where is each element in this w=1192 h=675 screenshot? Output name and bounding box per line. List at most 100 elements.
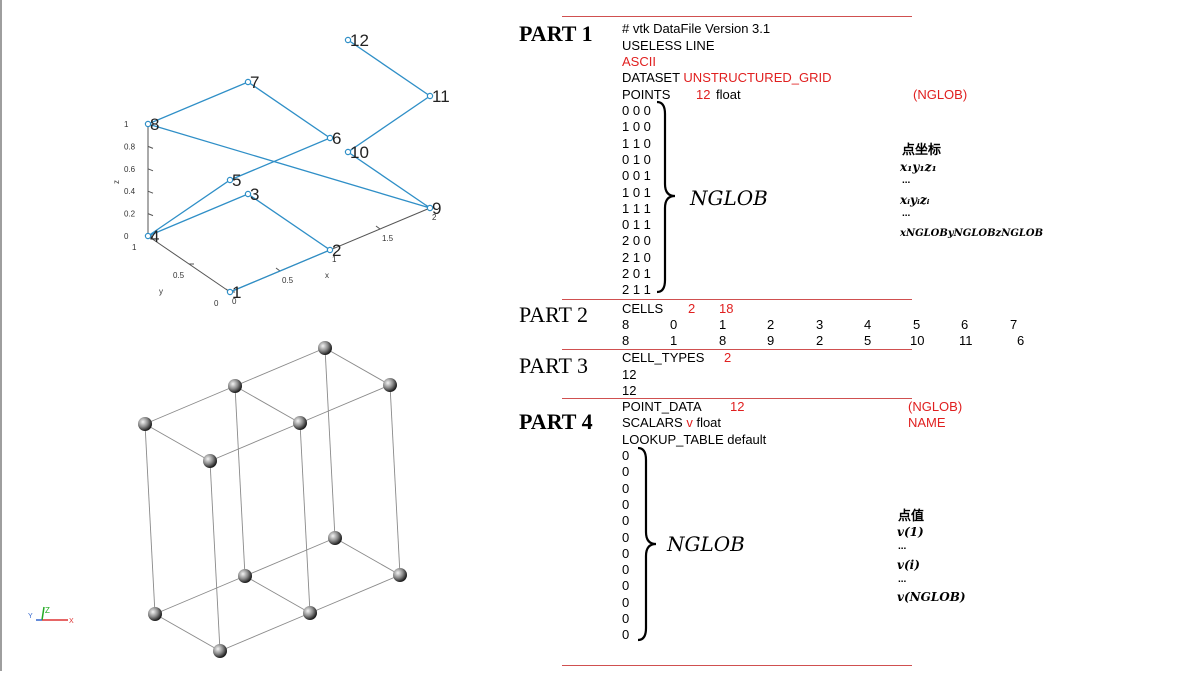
mesh-edge — [209, 422, 301, 462]
z-tick-label: 0.4 — [124, 187, 136, 196]
node-marker — [244, 78, 252, 86]
z-tick-label: 0.8 — [124, 142, 136, 151]
point-value-10: 0 — [622, 594, 630, 610]
triad-x-label: X — [69, 618, 74, 625]
cells-row1-value: 5 — [913, 317, 921, 332]
mesh-edge — [324, 347, 336, 539]
cells-row1-value: 6 — [961, 317, 969, 332]
mesh-edge — [144, 423, 156, 615]
rule-part3 — [562, 349, 912, 350]
mesh-edge — [244, 537, 336, 577]
triad-y-label: Y — [28, 613, 33, 620]
node-label: 5 — [232, 171, 241, 190]
cells-row2-value: 2 — [816, 333, 824, 348]
node-sphere — [138, 417, 152, 431]
point-data-count: 12 — [730, 399, 745, 414]
point-coord-7: 1 1 1 — [622, 200, 651, 216]
node-marker — [226, 176, 234, 184]
point-value-3: 0 — [622, 480, 630, 496]
cells-row1-value: 4 — [864, 317, 872, 332]
cells-row2-value: 10 — [910, 333, 925, 348]
node-label: 9 — [432, 199, 441, 218]
cells-row1-value: 8 — [622, 317, 630, 332]
y-axis-label: y — [159, 287, 163, 296]
y-tick-label: 0.5 — [173, 271, 185, 280]
point-value-4: 0 — [622, 496, 630, 512]
points-brace — [656, 100, 676, 294]
z-axis-label: z — [112, 180, 121, 184]
part3-title: PART 3 — [519, 353, 588, 378]
cells-row2-value: 6 — [1017, 333, 1025, 348]
node-sphere — [328, 531, 342, 545]
dataset-value: UNSTRUCTURED_GRID — [683, 70, 832, 85]
coord-ellipsis-1: ... — [902, 175, 911, 186]
points-count: 12 — [696, 87, 711, 102]
point-value-5: 0 — [622, 513, 630, 529]
scalars-type: float — [696, 415, 722, 430]
mesh-edge — [324, 347, 391, 386]
useless-line: USELESS LINE — [622, 38, 715, 53]
node-marker — [344, 36, 352, 44]
point-coord-10: 2 1 0 — [622, 249, 651, 265]
vtk-header-line: # vtk DataFile Version 3.1 — [622, 21, 771, 36]
cells-row1-value: 7 — [1010, 317, 1018, 332]
cells-row2-value: 9 — [767, 333, 775, 348]
mesh-edge — [334, 537, 401, 576]
node-path-line — [146, 39, 432, 293]
point-value-7: 0 — [622, 545, 630, 561]
node-label: 11 — [432, 87, 450, 106]
x-tick-mark — [275, 267, 281, 272]
node-marker — [244, 190, 252, 198]
point-coord-11: 2 0 1 — [622, 266, 651, 281]
point-coord-2: 1 0 0 — [622, 119, 651, 135]
x-tick-label: 0 — [232, 297, 237, 306]
cells-row2-value: 8 — [622, 333, 630, 348]
points-type: float — [716, 87, 741, 102]
node-marker — [144, 232, 152, 240]
node-label: 4 — [150, 227, 159, 246]
rule-top — [562, 16, 912, 17]
values-ellipsis-2: ... — [898, 574, 907, 585]
point-coord-4: 0 1 0 — [622, 151, 651, 167]
cells-row2-value: 11 — [959, 333, 973, 348]
cells-row1-value: 0 — [670, 317, 678, 332]
node-marker — [344, 148, 352, 156]
coord-mid: xᵢyᵢzᵢ — [900, 193, 930, 207]
scalars-name: v — [686, 415, 693, 430]
points-keyword: POINTS — [622, 87, 671, 102]
triad-z-label: Z — [45, 606, 50, 615]
point-coord-6: 1 0 1 — [622, 184, 651, 200]
mesh-edge — [154, 575, 246, 615]
node-sphere — [238, 569, 252, 583]
point-coord-9: 2 0 0 — [622, 233, 651, 249]
node-label: 2 — [332, 241, 341, 260]
node-marker — [426, 204, 434, 212]
points-nglob-note: (NGLOB) — [913, 87, 968, 102]
point-coord-5: 0 0 1 — [622, 168, 651, 184]
ascii-line: ASCII — [622, 54, 656, 69]
values-brace — [637, 446, 657, 642]
node-marker — [426, 92, 434, 100]
node-sphere — [318, 341, 332, 355]
z-tick-label: 0.6 — [124, 165, 136, 174]
node-sphere — [393, 568, 407, 582]
cells-row2-value: 8 — [719, 333, 727, 348]
x-tick-label: 0.5 — [282, 276, 294, 285]
mesh-edge — [234, 347, 326, 387]
point-data-nglob-note: (NGLOB) — [908, 399, 963, 414]
scalars-line: SCALARS v float — [622, 415, 721, 431]
cells-count: 2 — [688, 301, 696, 316]
rule-part4 — [562, 398, 912, 399]
y-tick-label: 0 — [214, 299, 219, 308]
values-title: 点值 — [898, 508, 925, 523]
values-last: v(NGLOB) — [897, 590, 966, 604]
part1-title: PART 1 — [519, 21, 593, 46]
node-sphere — [383, 378, 397, 392]
cell-types-count: 2 — [724, 350, 732, 365]
point-value-12: 0 — [622, 627, 630, 643]
y-tick-label: 1 — [132, 243, 137, 252]
node-sphere — [148, 607, 162, 621]
mesh-edge — [299, 422, 311, 614]
node-label: 1 — [232, 283, 241, 302]
